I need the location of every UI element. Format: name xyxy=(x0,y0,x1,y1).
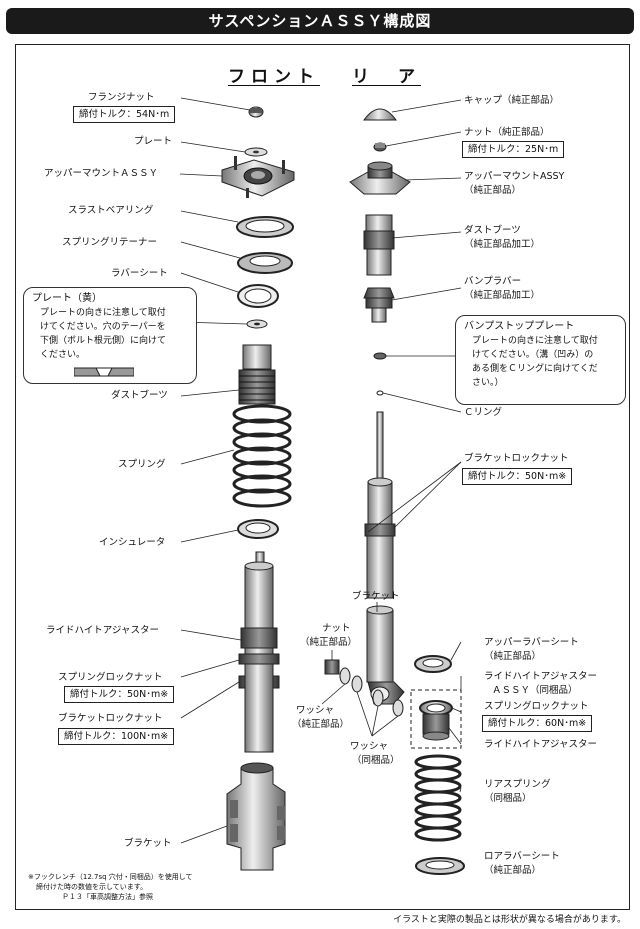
front-rubber-seat-icon xyxy=(237,284,279,308)
front-bracket-lock-nut-label: ブラケットロックナット xyxy=(58,713,163,724)
rear-ride-height-assy-label: ライドハイトアジャスター xyxy=(484,671,597,682)
front-dust-boot-label: ダストブーツ xyxy=(111,390,168,401)
rear-dust-boot-icon xyxy=(363,214,395,276)
rear-upper-rubber-seat-icon xyxy=(414,655,452,673)
rear-bracket-label: ブラケット xyxy=(352,591,400,602)
footnote-line3: Ｐ１３「車高調整方法」参照 xyxy=(62,893,153,901)
rear-bracket-lock-nut-torque: 締付トルク：50N･m※ xyxy=(462,468,573,485)
front-ride-height-adjuster-label: ライドハイトアジャスター xyxy=(46,625,159,636)
front-bracket-lock-nut-torque: 締付トルク：100N･m※ xyxy=(58,728,175,745)
rear-washer-oem-label: ワッシャ xyxy=(296,705,335,716)
rear-bump-stop-plate-icon xyxy=(373,352,387,360)
front-thrust-bearing-label: スラストベアリング xyxy=(68,205,154,216)
diagram-frame xyxy=(15,44,630,910)
front-plate-icon xyxy=(244,147,268,157)
rear-nut-icon xyxy=(373,142,387,152)
rear-spring-icon xyxy=(414,754,462,842)
front-spring-retainer-label: スプリングリテーナー xyxy=(62,237,158,248)
rear-washer-oem-sub: （純正部品） xyxy=(292,719,350,730)
rear-ride-height-assy-icon xyxy=(410,689,462,749)
rear-dust-boot-label: ダストブーツ xyxy=(464,225,521,236)
rear-nut-label: ナット（純正部品） xyxy=(464,127,550,138)
rear-upper-mount-icon xyxy=(349,161,411,195)
rear-upper-mount-sub: （純正部品） xyxy=(464,185,522,196)
rear-nut-torque: 締付トルク：25N･m xyxy=(462,141,565,158)
front-flange-nut-icon xyxy=(248,106,264,118)
rear-dust-boot-sub: （純正部品加工） xyxy=(464,239,541,250)
rear-cap-icon xyxy=(363,108,397,121)
footnote-line2: 締付けた時の数値を示しています。 xyxy=(36,883,148,891)
footnote-line1: ※フックレンチ（12.7sq 穴付・同梱品）を使用して xyxy=(28,873,193,881)
rear-lower-rubber-seat-label: ロアラバーシート xyxy=(484,851,560,862)
rear-bump-rubber-icon xyxy=(363,287,395,323)
bump-stop-note: バンプストッププレート プレートの向きに注意して取付 けてください。（溝（凹み）… xyxy=(455,315,626,405)
front-spring-label: スプリング xyxy=(118,459,166,470)
front-flange-nut-label: フランジナット xyxy=(88,92,155,103)
bump-stop-note-body: プレートの向きに注意して取付 けてください。（溝（凹み）の ある側をＣリングに向… xyxy=(472,336,598,388)
rear-nut2-icon xyxy=(324,659,340,675)
front-upper-mount-icon xyxy=(221,156,295,198)
rear-bracket-lock-nut-label: ブラケットロックナット xyxy=(464,453,569,464)
page-title: サスペンションＡＳＳＹ構成図 xyxy=(6,8,634,34)
front-bracket-icon xyxy=(226,762,286,871)
rear-bracket-icon xyxy=(366,605,405,705)
plate-note: プレート（黄） プレートの向きに注意して取付 けてください。穴のテーパーを 下側… xyxy=(23,287,197,384)
rear-spring-lock-nut-torque: 締付トルク：60N･m※ xyxy=(482,715,593,732)
rear-assembly xyxy=(324,108,465,875)
front-plate-label: プレート xyxy=(134,136,173,147)
rear-lower-rubber-seat-icon xyxy=(415,857,465,875)
disclaimer: イラストと実際の製品とは形状が異なる場合があります。 xyxy=(393,915,626,925)
front-header: フロント xyxy=(228,67,320,87)
front-shock-body-icon xyxy=(238,551,280,753)
front-spring-lock-nut-label: スプリングロックナット xyxy=(58,672,163,683)
front-upper-mount-label: アッパーマウントＡＳＳＹ xyxy=(44,168,159,179)
rear-shock-body-icon xyxy=(364,411,396,599)
rear-cap-label: キャップ（純正部品） xyxy=(464,95,560,106)
rear-washer-oem-icon xyxy=(339,667,363,693)
front-yellow-plate-icon xyxy=(246,319,268,329)
plate-orientation-icon xyxy=(74,367,134,377)
plate-note-heading: プレート（黄） xyxy=(32,293,102,304)
front-spring-retainer-icon xyxy=(237,252,293,274)
rear-spring-sub: （同梱品） xyxy=(484,793,532,804)
front-thrust-bearing-icon xyxy=(236,216,294,238)
rear-upper-mount-label: アッパーマウントASSY xyxy=(464,171,565,182)
rear-spring-label: リアスプリング xyxy=(484,779,551,790)
rear-upper-rubber-seat-label: アッパーラバーシート xyxy=(484,637,579,648)
rear-lower-rubber-seat-sub: （純正部品） xyxy=(484,865,542,876)
front-flange-nut-torque: 締付トルク：54N･m xyxy=(73,106,176,123)
rear-washer-incl-sub: （同梱品） xyxy=(352,755,400,766)
bump-stop-note-heading: バンプストッププレート xyxy=(464,321,575,332)
front-dust-boot-icon xyxy=(238,344,276,405)
front-insulator-label: インシュレータ xyxy=(99,537,166,548)
rear-ride-height-assy-sub: ＡＳＳＹ（同梱品） xyxy=(492,685,578,696)
rear-upper-rubber-seat-sub: （純正部品） xyxy=(484,651,542,662)
rear-bump-rubber-sub: （純正部品加工） xyxy=(464,290,541,301)
rear-washer-incl-icon xyxy=(372,689,404,717)
plate-note-body: プレートの向きに注意して取付 けてください。穴のテーパーを 下側（ボルト根元側）… xyxy=(40,308,167,360)
front-insulator-icon xyxy=(237,519,279,539)
rear-c-ring-label: Ｃリング xyxy=(464,407,503,418)
front-spring-lock-nut-torque: 締付トルク：50N･m※ xyxy=(64,686,175,703)
rear-c-ring-icon xyxy=(376,390,384,396)
rear-spring-lock-nut-label: スプリングロックナット xyxy=(484,701,589,712)
rear-nut2-sub: （純正部品） xyxy=(300,637,358,648)
rear-bump-rubber-label: バンプラバー xyxy=(464,276,522,287)
rear-nut2-label: ナット xyxy=(322,623,351,634)
front-bracket-label: ブラケット xyxy=(124,838,172,849)
front-rubber-seat-label: ラバーシート xyxy=(111,268,168,279)
leader-lines xyxy=(179,97,462,863)
rear-header: リ ア xyxy=(352,67,421,87)
front-assembly xyxy=(221,106,295,871)
rear-washer-incl-label: ワッシャ xyxy=(350,741,389,752)
rear-ride-height-adjuster-label: ライドハイトアジャスター xyxy=(484,739,597,750)
front-spring-icon xyxy=(232,404,292,508)
